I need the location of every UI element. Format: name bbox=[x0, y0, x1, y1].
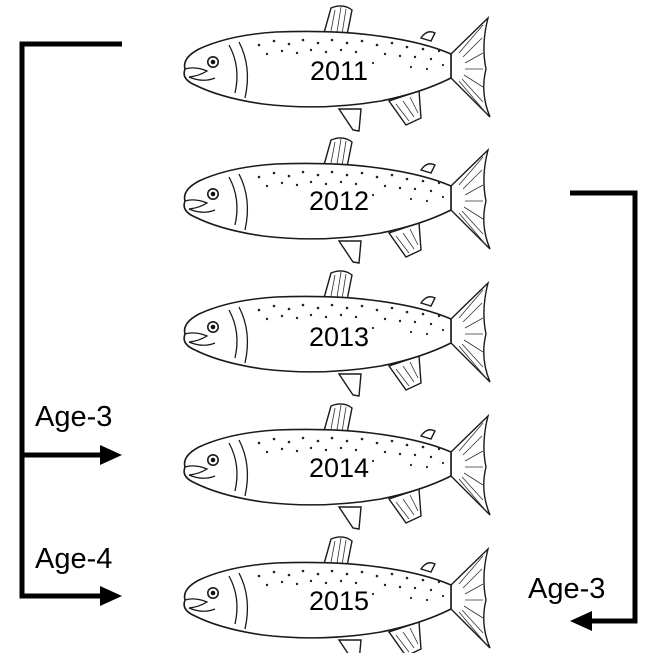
right-age3-label: Age-3 bbox=[528, 573, 605, 605]
arrow-right-to-2015-icon bbox=[570, 611, 592, 631]
arrow-to-2014-icon bbox=[100, 445, 122, 465]
arrow-to-2015-icon bbox=[100, 586, 122, 606]
year-label-2014: 2014 bbox=[309, 453, 369, 483]
right-bracket-line bbox=[570, 193, 635, 621]
left-age3-label: Age-3 bbox=[35, 401, 112, 433]
year-label-2013: 2013 bbox=[309, 322, 369, 352]
left-bracket-line bbox=[22, 44, 122, 596]
left-age4-label: Age-4 bbox=[35, 543, 112, 575]
year-label-2011: 2011 bbox=[310, 56, 368, 86]
year-label-2012: 2012 bbox=[309, 186, 369, 216]
year-label-2015: 2015 bbox=[309, 586, 369, 616]
